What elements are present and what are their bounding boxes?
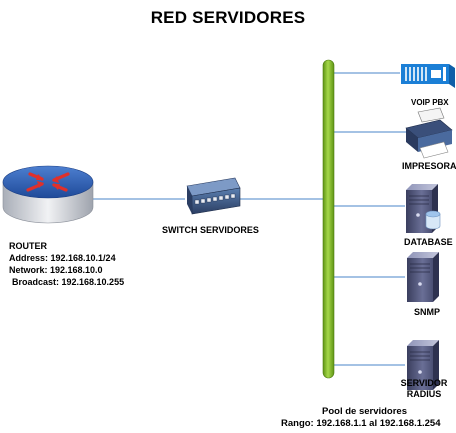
network-bus [322,59,335,379]
pool-range: Rango: 192.168.1.1 al 192.168.1.254 [281,418,441,429]
switch-label: SWITCH SERVIDORES [162,225,259,235]
router-icon [2,165,94,224]
switch-icon [186,177,241,215]
voip-pbx-label: VOIP PBX [411,98,449,107]
radius-label-line2: RADIUS [406,389,442,399]
router-name: ROUTER [9,241,47,251]
server-tower-icon [407,252,439,302]
router-broadcast: Broadcast: 192.168.10.255 [12,277,125,287]
database-server-icon [406,184,441,233]
radius-label: SERVIDOR RADIUS [398,378,450,400]
pool-title: Pool de servidores [322,406,408,417]
router-address: Address: 192.168.10.1/24 [9,253,116,263]
router-network: Network: 192.168.10.0 [9,265,103,275]
snmp-label: SNMP [414,307,441,317]
radius-label-line1: SERVIDOR [400,378,448,388]
voip-pbx-icon [401,64,455,88]
printer-label: IMPRESORA [402,161,456,171]
database-label: DATABASE [404,237,453,247]
server-tower-icon [407,340,439,390]
printer-icon [405,107,453,159]
diagram-title: RED SERVIDORES [150,8,306,27]
